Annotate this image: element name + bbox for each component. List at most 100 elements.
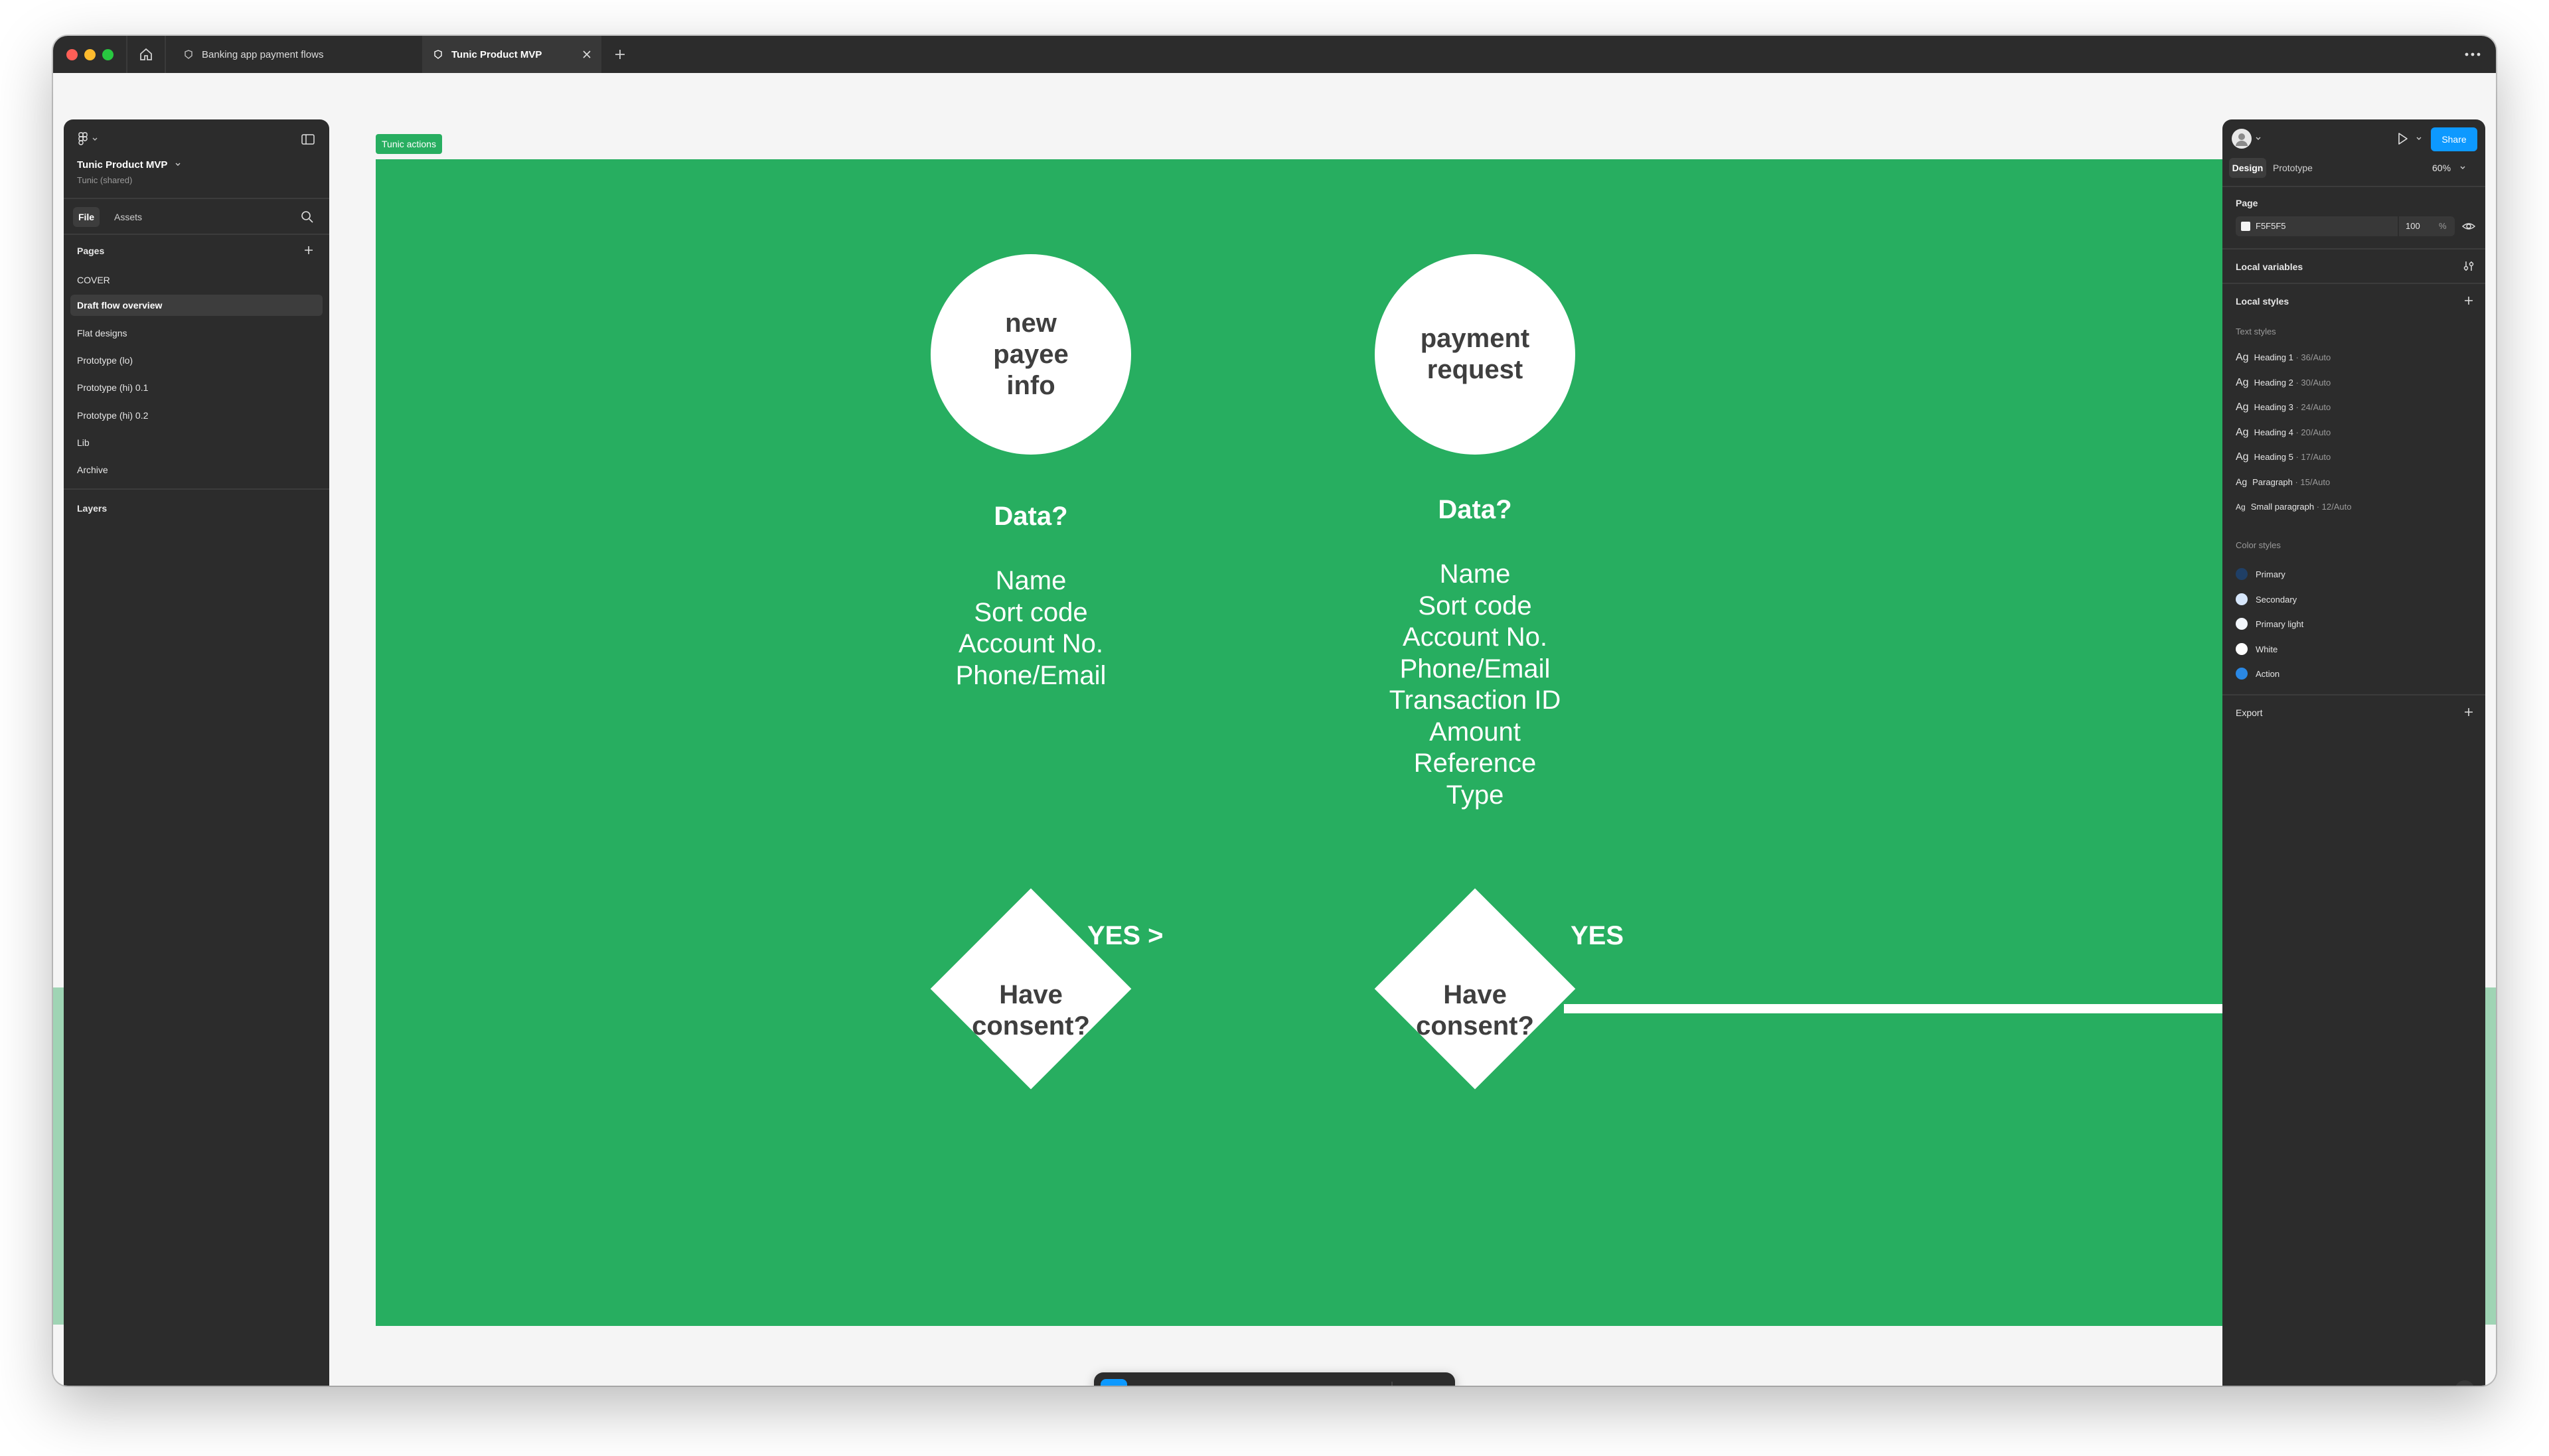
page-item-draft-flow-overview[interactable]: Draft flow overview [77,300,163,311]
pages-title: Pages [77,246,105,256]
color-swatch [2236,668,2248,680]
data-item: Type [1446,780,1504,810]
minimize-window-button[interactable] [84,49,96,60]
search-icon[interactable] [300,210,315,224]
chevron-down-icon [175,163,181,166]
share-button[interactable]: Share [2431,127,2477,151]
color-swatch[interactable] [2241,222,2250,231]
help-button[interactable]: ? [2455,1380,2475,1386]
new-payee-info-node[interactable]: new payee info [931,254,1131,455]
tab-prototype[interactable]: Prototype [2273,163,2313,173]
page-item-prototype-lo[interactable]: Prototype (lo) [77,355,133,366]
add-page-icon[interactable] [301,243,316,257]
pen-tool[interactable] [1243,1379,1269,1386]
chevron-down-icon[interactable] [2415,135,2423,142]
text-style-icon: Ag [2236,401,2249,413]
page-item-lib[interactable]: Lib [77,437,90,448]
home-icon[interactable] [138,46,154,62]
tab-design[interactable]: Design [2229,158,2266,178]
toggle-sidebar-icon[interactable] [300,131,316,147]
eye-icon[interactable] [2461,219,2476,234]
yes-label: YES [1571,921,1624,950]
data-list: Name Sort code Account No. Phone/Email [898,565,1164,692]
color-style-action[interactable]: Action [2236,668,2435,681]
color-swatch [2236,568,2248,580]
new-tab-icon[interactable] [612,46,628,62]
maximize-window-button[interactable] [102,49,114,60]
text-styles-title: Text styles [2236,327,2276,336]
page-item-cover[interactable]: COVER [77,275,110,285]
close-tab-icon[interactable] [581,49,592,60]
data-item: Sort code [974,597,1088,627]
page-item-archive[interactable]: Archive [77,465,108,475]
frame-label[interactable]: Tunic actions [376,134,442,154]
close-window-button[interactable] [66,49,78,60]
page-item-prototype-hi-02[interactable]: Prototype (hi) 0.2 [77,410,149,421]
actions-tool[interactable] [1358,1379,1385,1386]
divider [2222,694,2485,695]
data-item: Name [1439,559,1511,589]
data-list: Name Sort code Account No. Phone/Email T… [1342,559,1608,811]
decision-label: Have consent? [1416,980,1534,1041]
comment-tool[interactable] [1325,1379,1352,1386]
frame-icon [1153,1385,1168,1386]
variables-settings-icon[interactable] [2461,259,2476,273]
color-style-primary[interactable]: Primary [2236,568,2435,581]
file-name-menu[interactable]: Tunic Product MVP [77,159,182,171]
divider [64,234,329,235]
divider [64,488,329,490]
design-canvas[interactable]: Tunic actions new payee info Data? Name … [53,73,2496,1386]
page-item-prototype-hi-01[interactable]: Prototype (hi) 0.1 [77,382,149,393]
more-options-icon[interactable] [2463,46,2483,62]
text-style-icon: Ag [2236,352,2249,363]
tab-label: Banking app payment flows [202,48,324,60]
page-color-value[interactable]: F5F5F5 [2256,221,2286,231]
rectangle-tool[interactable] [1195,1379,1221,1386]
tab-tunic-product-mvp[interactable]: Tunic Product MVP [422,36,601,73]
tools-toolbar [1094,1372,1455,1386]
data-title: Data? [994,502,1068,531]
color-style-white[interactable]: White [2236,643,2435,656]
zoom-menu[interactable]: 60% [2432,158,2467,178]
avatar[interactable] [2232,129,2252,149]
page-item-flat-designs[interactable]: Flat designs [77,328,127,338]
tab-banking-app-payment-flows[interactable]: Banking app payment flows [173,36,418,73]
add-style-icon[interactable] [2461,293,2476,308]
main-menu-button[interactable] [77,130,104,149]
frame-tool[interactable] [1147,1379,1174,1386]
page-color-field[interactable]: F5F5F5 100 % [2236,216,2455,236]
tab-file[interactable]: File [73,207,100,227]
data-item: Account No. [959,629,1103,658]
text-tool[interactable] [1290,1379,1317,1386]
present-button[interactable] [2394,130,2411,147]
tab-assets[interactable]: Assets [114,212,143,222]
team-name: Tunic (shared) [77,175,133,185]
components-icon [1364,1385,1379,1386]
pen-icon [1249,1385,1263,1386]
file-name: Tunic Product MVP [77,159,168,171]
local-variables-label[interactable]: Local variables [2236,261,2303,272]
color-styles-title: Color styles [2236,540,2281,550]
dev-mode-toggle[interactable] [1401,1379,1447,1386]
chevron-down-icon[interactable] [2254,135,2262,142]
yes-connector-line[interactable] [1564,1004,2301,1013]
payment-request-node[interactable]: payment request [1375,254,1575,455]
page-opacity-value[interactable]: 100 [2406,221,2420,231]
move-tool[interactable] [1101,1379,1127,1386]
tunic-actions-frame[interactable]: new payee info Data? Name Sort code Acco… [376,159,2301,1326]
color-style-primary-light[interactable]: Primary light [2236,618,2435,631]
color-style-secondary[interactable]: Secondary [2236,593,2435,607]
text-style-icon: Ag [2236,427,2249,438]
local-styles-title: Local styles [2236,296,2289,307]
add-export-icon[interactable] [2461,705,2476,719]
chevron-down-icon [2460,166,2465,169]
divider [2222,283,2485,284]
export-label: Export [2236,707,2263,718]
